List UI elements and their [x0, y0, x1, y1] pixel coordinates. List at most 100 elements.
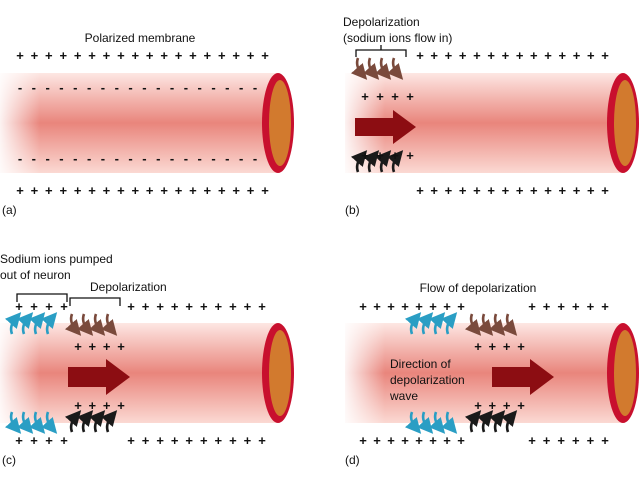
negative-charge: - — [115, 80, 119, 95]
positive-charge: + — [503, 398, 511, 413]
negative-charge: - — [225, 151, 229, 166]
positive-charge: + — [516, 183, 524, 198]
negative-charge: - — [45, 80, 49, 95]
negative-charge: - — [45, 151, 49, 166]
ion-flow-arrow — [76, 410, 94, 433]
positive-charge: + — [430, 48, 438, 63]
positive-charge: + — [215, 433, 223, 448]
positive-charge: + — [45, 183, 53, 198]
positive-charge: + — [247, 48, 255, 63]
negative-charge: - — [115, 151, 119, 166]
positive-charge: + — [429, 433, 437, 448]
positive-charge: + — [401, 433, 409, 448]
positive-charge: + — [503, 339, 511, 354]
positive-charge: + — [146, 183, 154, 198]
positive-charge: + — [74, 183, 82, 198]
ion-flow-arrow — [350, 150, 368, 173]
positive-charge: + — [473, 48, 481, 63]
positive-charge: + — [88, 48, 96, 63]
panel-c-depol-label: Depolarization — [90, 280, 167, 294]
negative-charge: - — [128, 151, 132, 166]
ion-flow-arrow — [404, 411, 422, 434]
positive-charge: + — [573, 183, 581, 198]
negative-charge: - — [184, 151, 188, 166]
positive-charge: + — [443, 299, 451, 314]
positive-charge: + — [543, 433, 551, 448]
ion-flow-arrow — [440, 312, 458, 335]
positive-charge: + — [74, 48, 82, 63]
positive-charge: + — [117, 48, 125, 63]
positive-charge: + — [189, 183, 197, 198]
negative-charge: - — [184, 80, 188, 95]
impulse-arrow-b — [355, 110, 416, 144]
positive-charge: + — [45, 433, 53, 448]
positive-charge: + — [160, 183, 168, 198]
positive-charge: + — [131, 48, 139, 63]
positive-charge: + — [502, 48, 510, 63]
positive-charge: + — [175, 183, 183, 198]
positive-charge: + — [391, 148, 399, 163]
positive-charge: + — [473, 183, 481, 198]
positive-charge: + — [258, 433, 266, 448]
positive-charge: + — [232, 183, 240, 198]
bracket-depol-c — [69, 297, 121, 306]
positive-charge: + — [218, 48, 226, 63]
positive-charge: + — [528, 433, 536, 448]
inner-charges-top-b: ++++ — [361, 89, 414, 104]
positive-charge: + — [204, 48, 212, 63]
negative-charge: - — [18, 151, 22, 166]
panel-a: Polarized membrane ++++++++++++++++++ --… — [0, 31, 294, 217]
panel-d-caption: (d) — [345, 453, 360, 467]
wave-label-line2: depolarization — [390, 373, 465, 387]
positive-charge: + — [117, 339, 125, 354]
positive-charge: + — [415, 299, 423, 314]
panel-b: Depolarization (sodium ions flow in) +++… — [343, 15, 639, 217]
positive-charge: + — [127, 433, 135, 448]
positive-charge: + — [60, 299, 68, 314]
positive-charge: + — [517, 398, 525, 413]
positive-charge: + — [156, 299, 164, 314]
inner-charges-top-c: ++++ — [74, 339, 125, 354]
negative-charge: - — [198, 151, 202, 166]
positive-charge: + — [587, 299, 595, 314]
negative-charge: - — [73, 80, 77, 95]
negative-charge: - — [156, 151, 160, 166]
outer-charges-bottom-b: ++++++++++++++ — [416, 183, 609, 198]
panel-c: Sodium ions pumped out of neuron Depolar… — [0, 252, 294, 467]
positive-charge: + — [587, 183, 595, 198]
sodium-influx-arrows-bottom-b — [350, 150, 404, 173]
wave-label-line3: wave — [389, 389, 418, 403]
inner-charges-bottom-a: ------------------ — [18, 151, 257, 166]
ion-flow-arrow — [440, 411, 458, 434]
positive-charge: + — [185, 433, 193, 448]
positive-charge: + — [559, 183, 567, 198]
positive-charge: + — [204, 183, 212, 198]
positive-charge: + — [189, 48, 197, 63]
positive-charge: + — [557, 433, 565, 448]
negative-charge: - — [18, 80, 22, 95]
positive-charge: + — [572, 433, 580, 448]
positive-charge: + — [89, 398, 97, 413]
inner-charges-bottom-c: ++++ — [74, 398, 125, 413]
outer-charges-top-left-d: ++++++++ — [359, 299, 465, 314]
ion-flow-arrow — [100, 313, 118, 336]
positive-charge: + — [601, 183, 609, 198]
axon-core — [269, 80, 291, 166]
positive-charge: + — [59, 183, 67, 198]
positive-charge: + — [175, 48, 183, 63]
ion-flow-arrow — [100, 410, 118, 433]
positive-charge: + — [244, 299, 252, 314]
negative-charge: - — [253, 151, 257, 166]
ion-flow-arrow — [40, 312, 58, 335]
ion-flow-arrow — [476, 313, 494, 336]
panel-c-caption: (c) — [2, 453, 16, 467]
sodium-pump-arrows-bottom-c — [4, 411, 58, 434]
negative-charge: - — [253, 80, 257, 95]
panel-a-caption: (a) — [2, 203, 17, 217]
positive-charge: + — [544, 48, 552, 63]
sodium-pump-arrows-top-c — [4, 312, 58, 335]
positive-charge: + — [117, 183, 125, 198]
axon-a — [0, 73, 294, 173]
ion-flow-arrow — [404, 312, 422, 335]
ion-flow-arrow — [88, 313, 106, 336]
